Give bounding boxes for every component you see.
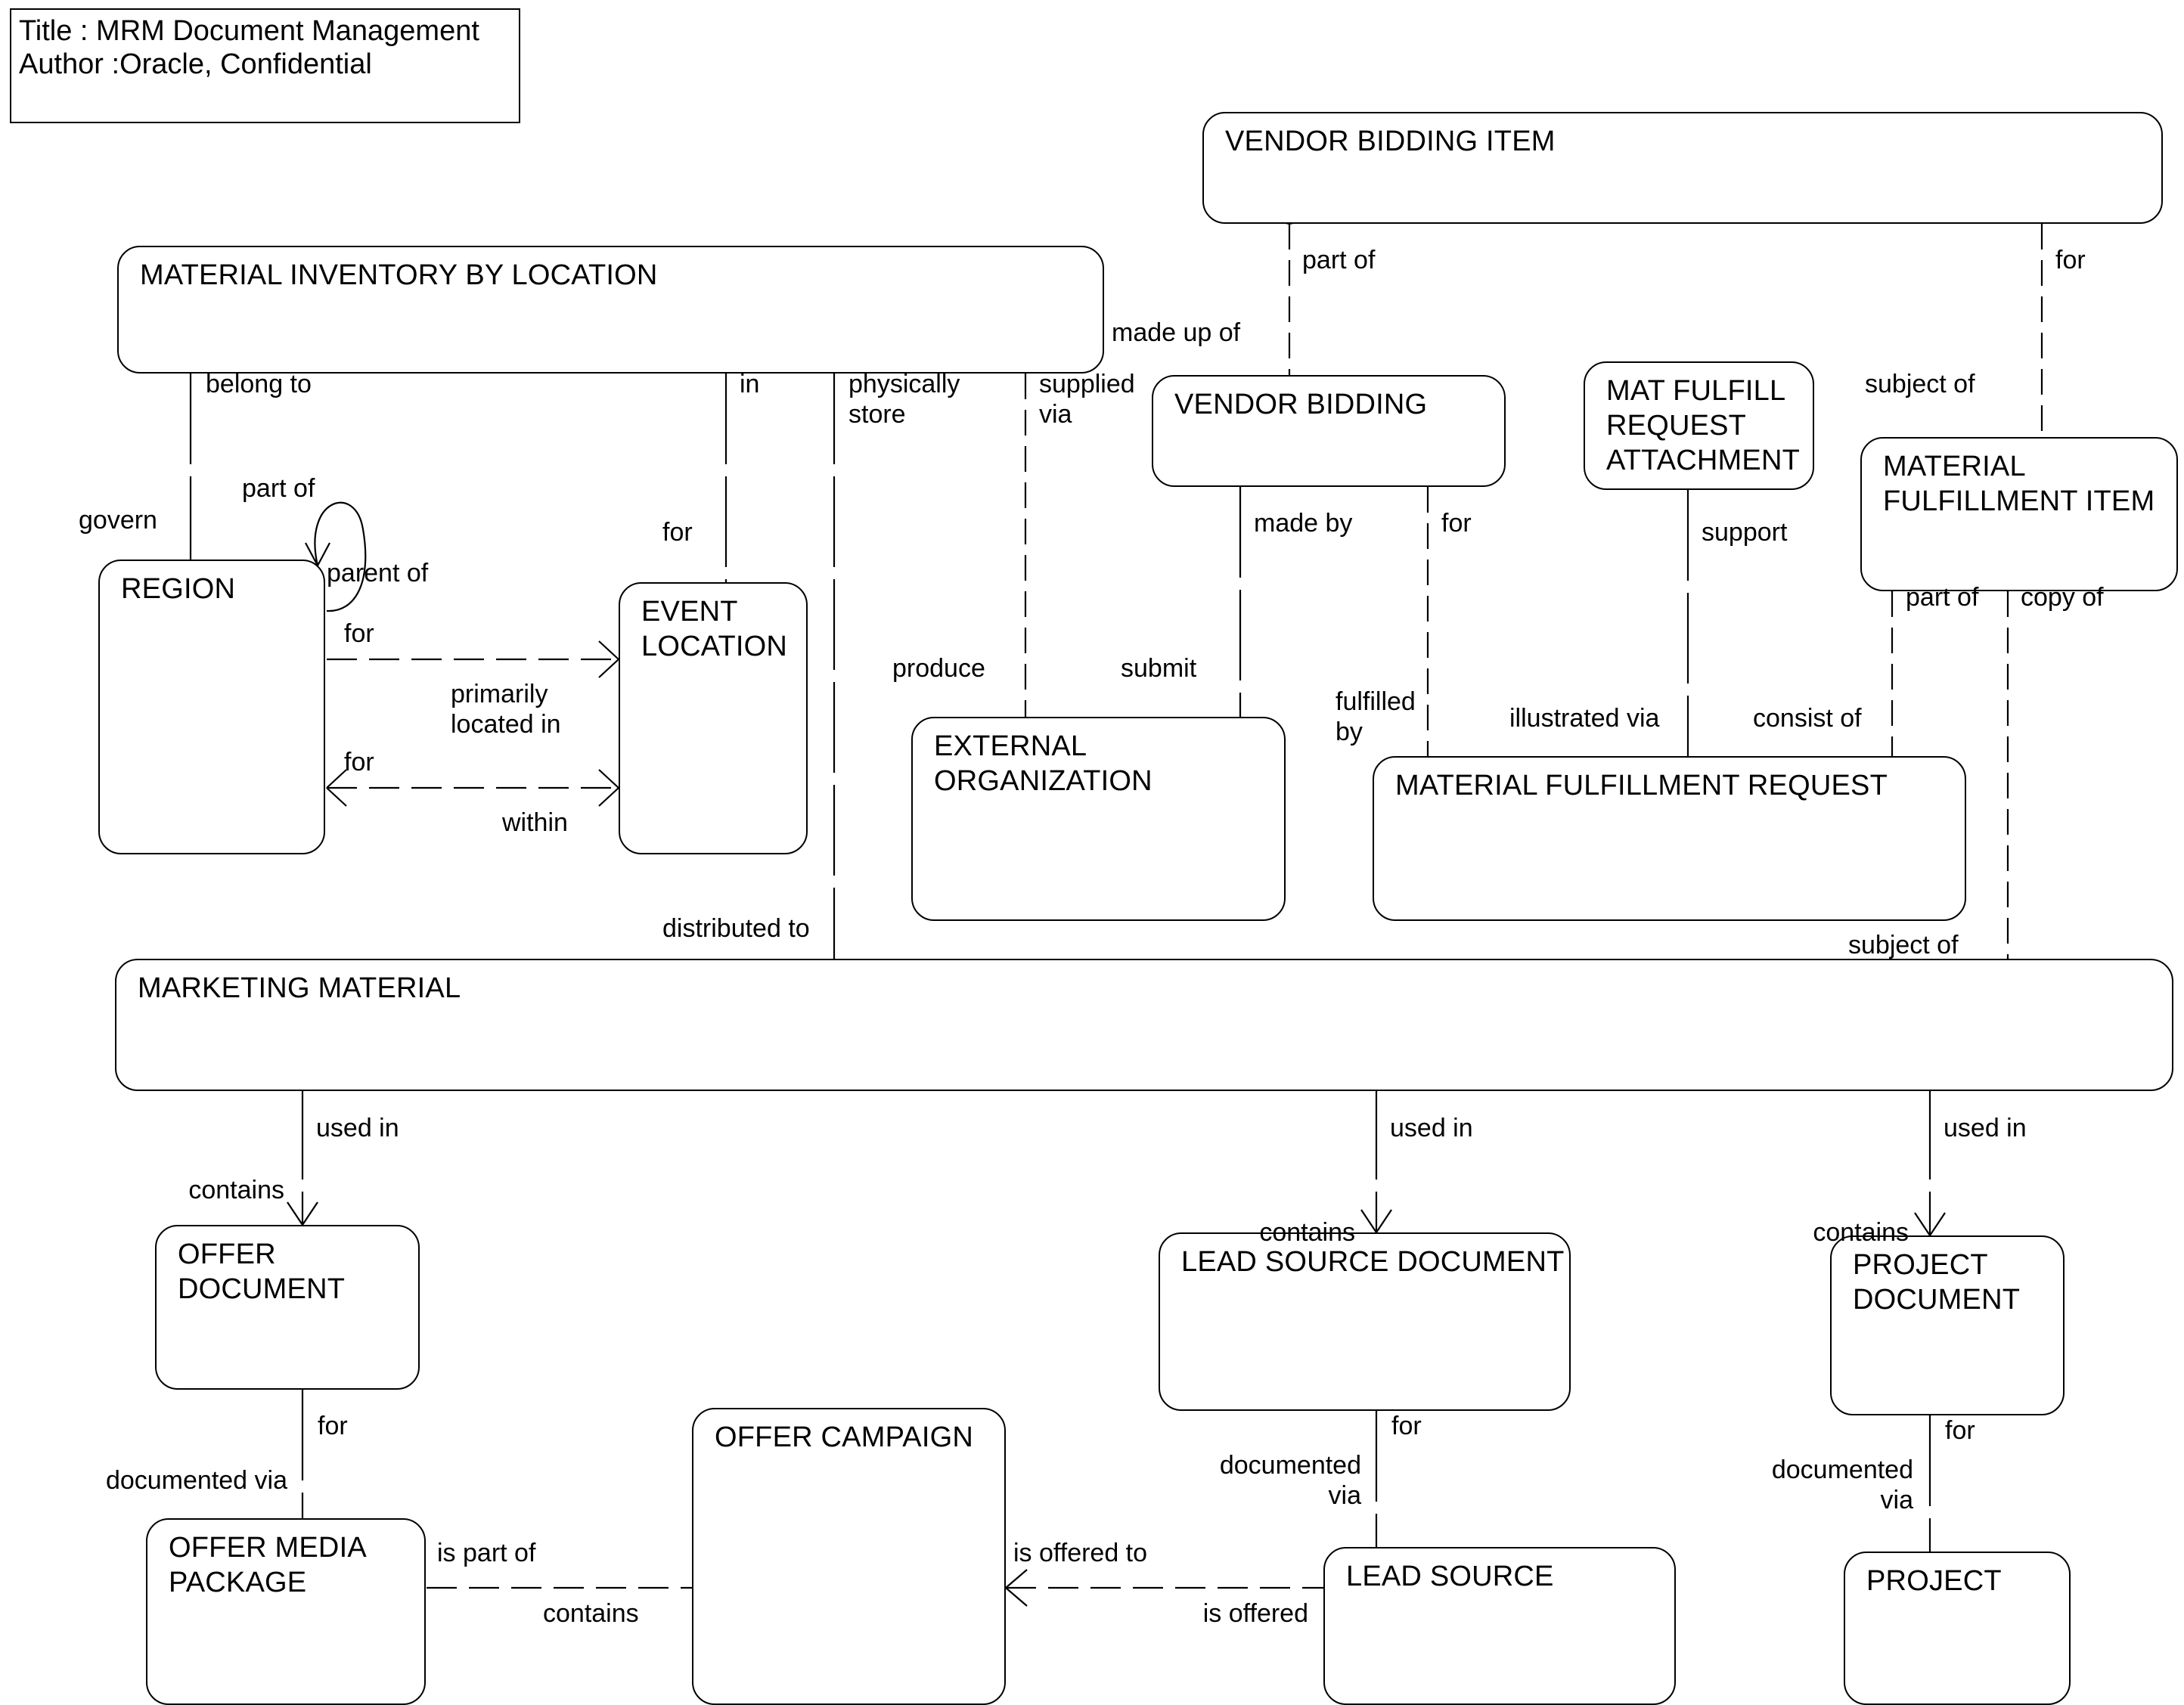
edge-mm-offerdoc [287,1089,318,1226]
rel-label-is-offered-to: is offered to [1013,1539,1148,1567]
rel-label-contains-2: contains [1259,1218,1355,1247]
title-block: Title : MRM Document Management Author :… [10,8,520,123]
entity-material-fulfillment-request[interactable]: MATERIAL FULFILLMENT REQUEST [1373,756,1966,921]
edge-vb-extorg [1224,462,1256,717]
edge-vbi-vb [1272,219,1307,393]
rel-label-for-region-1: for [344,619,374,648]
rel-label-for-vbi: for [2055,246,2086,274]
rel-label-parent-of-region: parent of [327,559,429,587]
entity-label: MARKETING MATERIAL [138,972,461,1004]
rel-label-contains-4: contains [543,1599,639,1628]
rel-label-subject-of-marketing-material: subject of [1848,931,1959,959]
entity-label: PROJECT [1866,1565,2002,1597]
rel-label-consist-of: consist of [1753,704,1862,733]
edge-mfi-mm [1992,566,2024,959]
entity-region[interactable]: REGION [98,560,325,854]
rel-label-for-lead-source-document: for [1391,1412,1422,1440]
rel-label-contains-1: contains [188,1176,284,1204]
rel-label-for-offer-document: for [318,1412,348,1440]
rel-label-submit: submit [1121,654,1197,683]
edge-mfi-mfr [1876,566,1908,756]
rel-label-subject-of-mfi: subject of [1865,370,1975,398]
edge-mm-projdoc [1914,1089,1946,1236]
rel-label-made-up-of: made up of [1112,318,1241,347]
rel-label-contains-3: contains [1813,1218,1909,1247]
rel-label-used-in-1: used in [316,1114,399,1142]
entity-label: VENDOR BIDDING [1174,389,1428,420]
title-line: Title : MRM Document Management [19,15,479,47]
rel-label-made-by: made by [1254,509,1353,538]
rel-label-part-of-vbi: part of [1302,246,1376,274]
rel-label-for-vendor-bidding: for [1441,509,1472,538]
entity-vendor-bidding-item[interactable]: VENDOR BIDDING ITEM [1202,112,2163,224]
entity-label: LEAD SOURCE [1346,1561,1554,1592]
entity-label: OFFER CAMPAIGN [715,1421,973,1453]
rel-label-used-in-2: used in [1390,1114,1473,1142]
edge-mil-extorg [1010,349,1041,717]
edge-mil-evloc [710,349,742,582]
entity-material-inventory-by-location[interactable]: MATERIAL INVENTORY BY LOCATION [117,246,1104,374]
rel-label-for-event-location-top: for [662,518,693,547]
rel-label-in: in [740,370,760,398]
entity-label: LEAD SOURCE DOCUMENT [1181,1246,1565,1278]
entity-lead-source[interactable]: LEAD SOURCE [1323,1547,1676,1705]
entity-label: MATERIAL INVENTORY BY LOCATION [140,259,658,291]
rel-label-belong-to: belong to [206,370,312,398]
author-line: Author :Oracle, Confidential [19,48,372,80]
edge-mm-leaddoc [1360,1089,1392,1233]
rel-label-copy-of: copy of [2021,583,2104,612]
rel-label-part-of-mfi: part of [1906,583,1979,612]
rel-label-documented-via-1: documented via [105,1466,287,1495]
rel-label-distributed-to: distributed to [662,914,810,943]
entity-project[interactable]: PROJECT [1844,1552,2071,1705]
entity-lead-source-document[interactable]: LEAD SOURCE DOCUMENT [1159,1232,1571,1411]
rel-label-for-region-2: for [344,748,374,777]
edge-vb-mfr [1412,462,1444,756]
entity-label: VENDOR BIDDING ITEM [1225,126,1556,157]
entity-label: MATERIAL FULFILLMENT REQUEST [1395,770,1888,801]
entity-vendor-bidding[interactable]: VENDOR BIDDING [1152,375,1506,487]
edge-mil-mm [818,349,850,959]
rel-label-illustrated-via: illustrated via [1509,704,1660,733]
edge-mil-region [175,349,206,560]
rel-label-used-in-3: used in [1944,1114,2027,1142]
rel-label-is-offered: is offered [1202,1599,1308,1628]
rel-label-support: support [1702,518,1788,547]
rel-label-produce: produce [892,654,985,683]
entity-offer-campaign[interactable]: OFFER CAMPAIGN [692,1408,1006,1705]
rel-label-for-project-document: for [1945,1416,1975,1445]
rel-label-within: within [502,808,568,837]
entity-label: REGION [121,573,236,605]
rel-label-govern: govern [79,506,157,535]
entity-marketing-material[interactable]: MARKETING MATERIAL [115,959,2173,1091]
edge-mfra-mfr [1672,465,1704,756]
rel-label-is-part-of: is part of [437,1539,536,1567]
rel-label-part-of-region: part of [242,474,315,503]
